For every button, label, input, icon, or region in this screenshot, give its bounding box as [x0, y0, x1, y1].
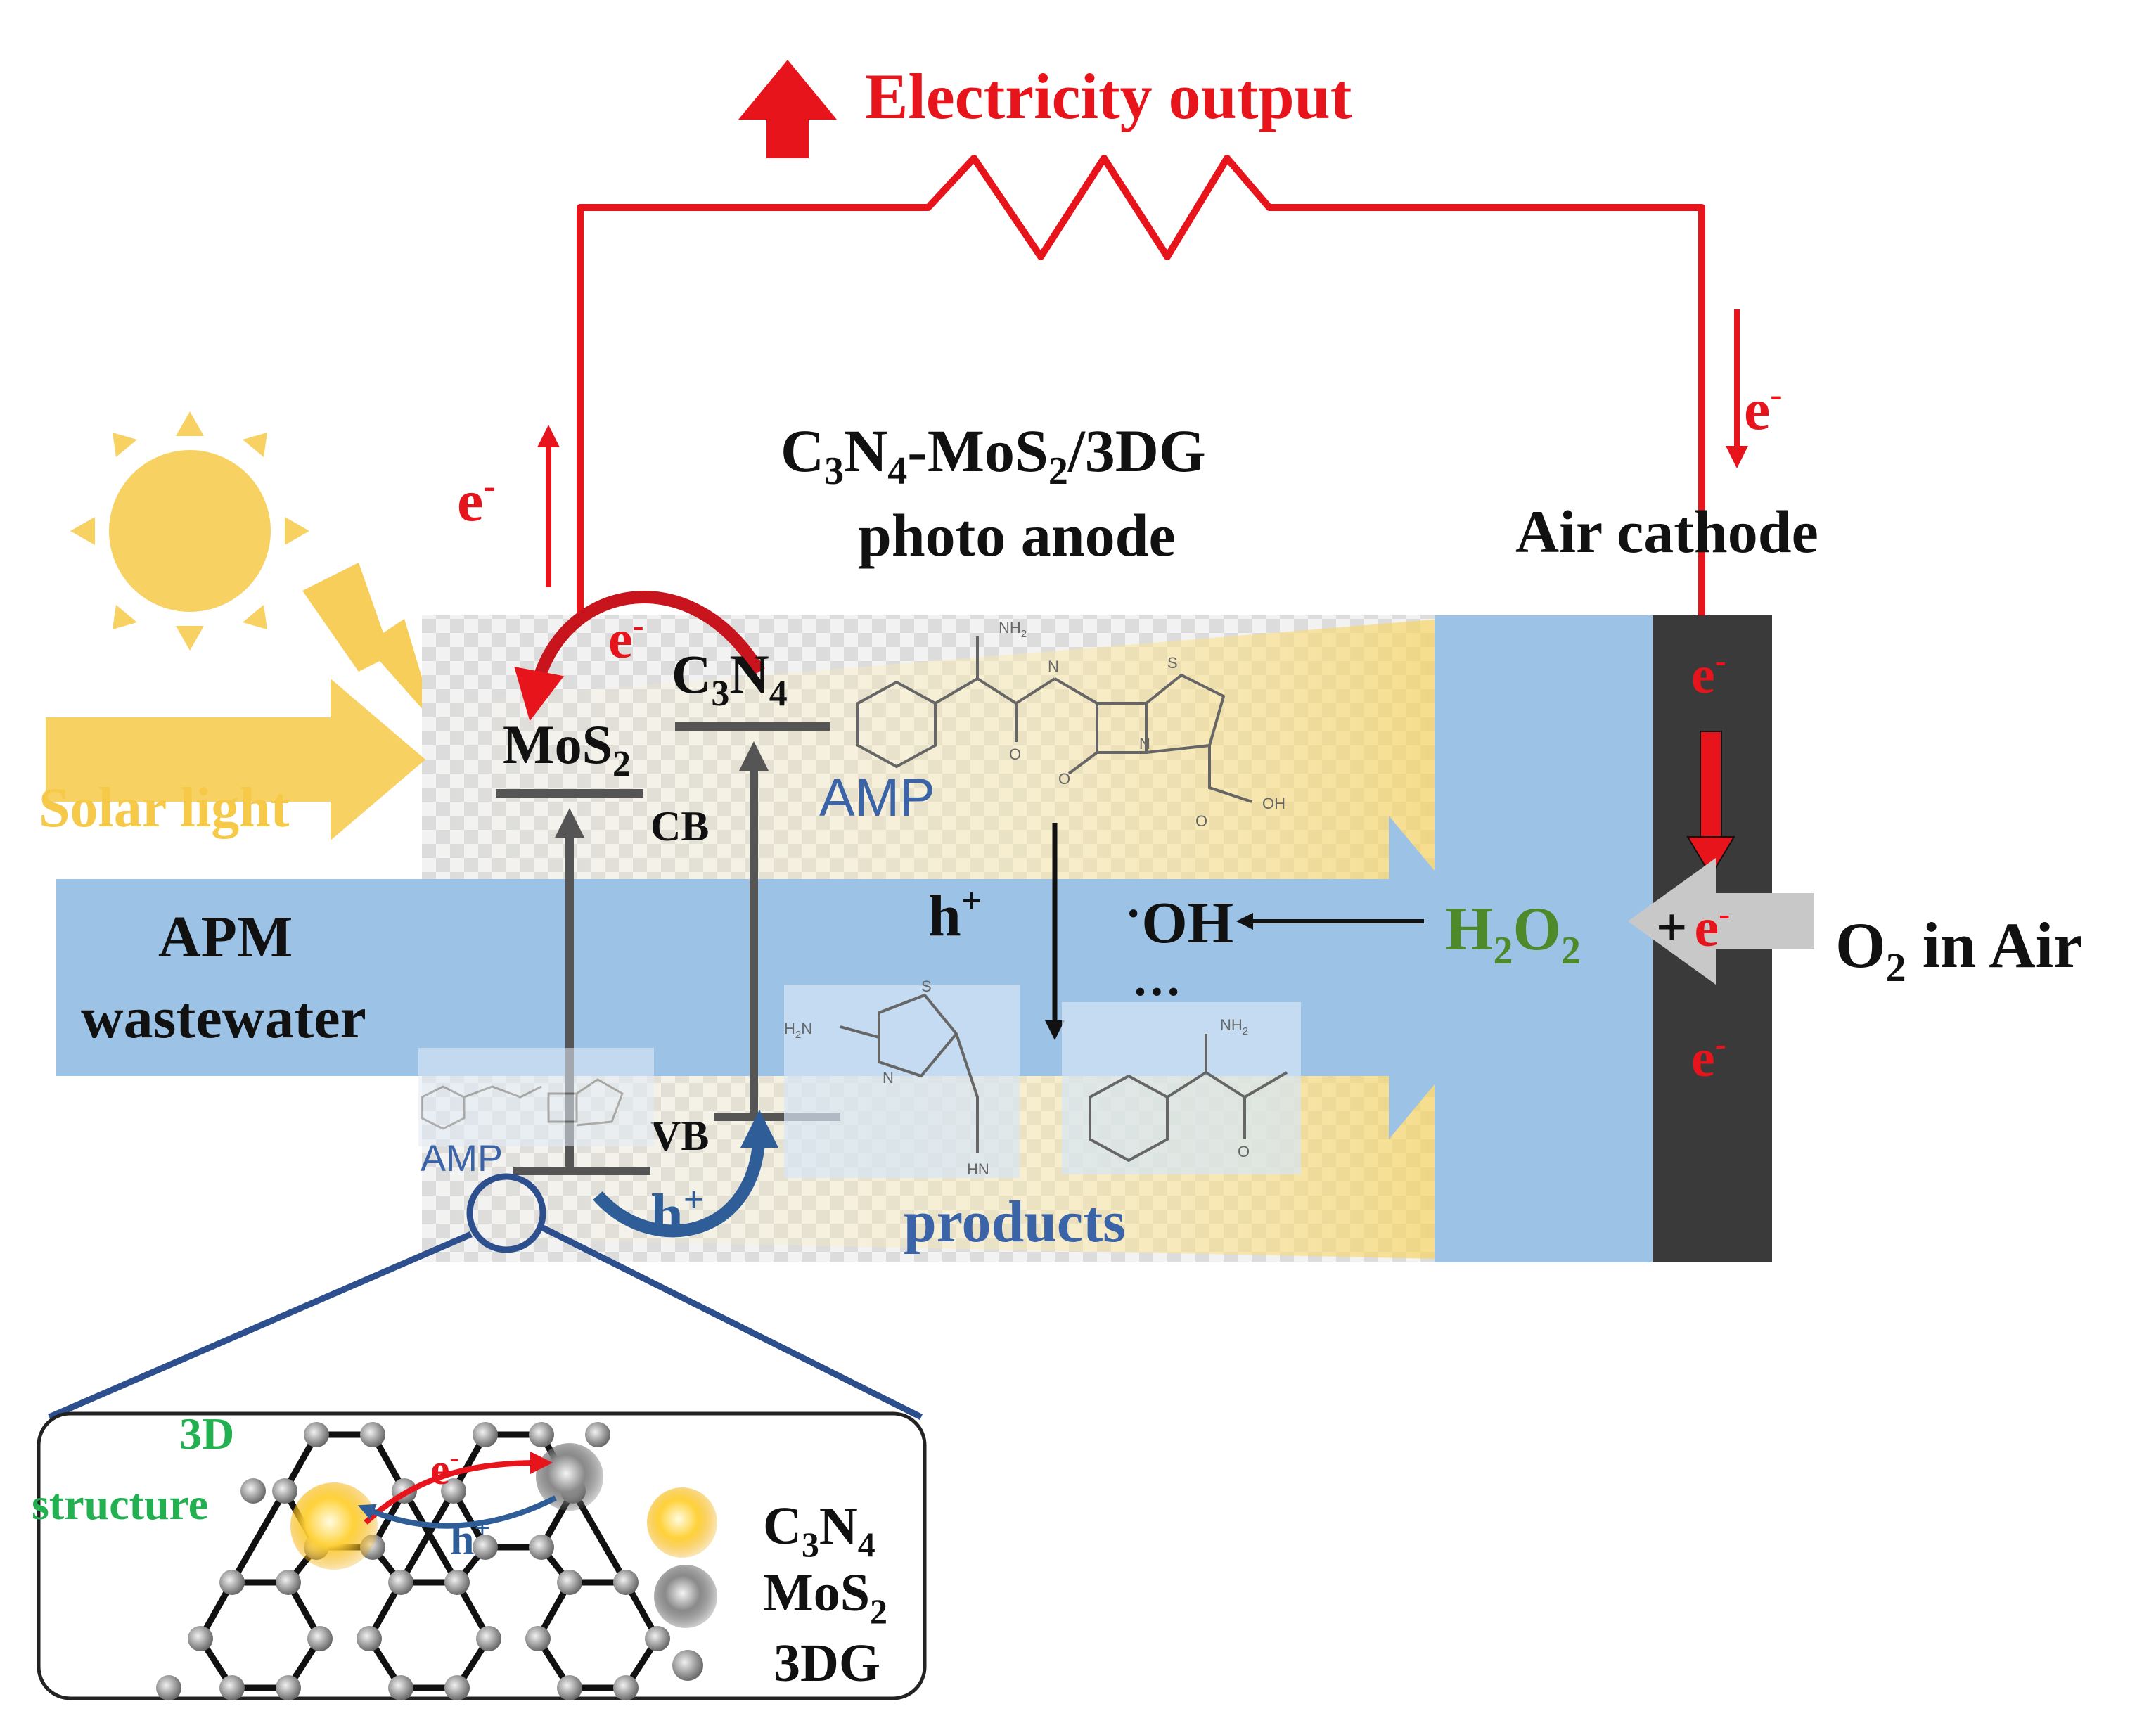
zoom-line-right [539, 1224, 923, 1421]
zoom-line-left [48, 1231, 473, 1421]
svg-text:S: S [1167, 654, 1178, 672]
inset-hole-arrow [358, 1495, 557, 1529]
legend-3dg-swatch [672, 1650, 703, 1681]
cathode-electron-arrow-head [1686, 836, 1735, 877]
inset-hole-label: h+ [450, 1512, 490, 1564]
electricity-output-label: Electricity output [865, 60, 1352, 132]
svg-text:S: S [921, 978, 932, 995]
electron-right-label: e- [1744, 375, 1783, 442]
svg-text:OH: OH [1262, 795, 1285, 812]
apm-label: APM [158, 904, 293, 970]
o2-in-air-label: O2 in Air [1835, 909, 2082, 990]
h2o2-label: H2O2 [1445, 895, 1581, 973]
svg-text:H2N: H2N [784, 1020, 812, 1041]
sun-icon [70, 411, 309, 651]
product-molecule-phenyl: NH2 O [1062, 1002, 1301, 1174]
up-arrow-icon [738, 60, 837, 158]
solar-light-arrow [46, 679, 425, 840]
legend-3dg-label: 3DG [774, 1634, 880, 1693]
structure-3d-label-line1: 3D [179, 1409, 234, 1459]
amp-molecule-top [856, 636, 1252, 803]
external-circuit-wire [577, 155, 1705, 636]
oh-radical-label: ·OH [1125, 887, 1233, 956]
inset-electron-arrow [364, 1452, 553, 1525]
svg-text:O: O [1238, 1143, 1250, 1160]
wastewater-label: wastewater [81, 985, 366, 1051]
cathode-electron-top: e- [1691, 642, 1726, 705]
structure-3d-label-line2: structure [32, 1479, 208, 1529]
cathode-electron-bottom: e- [1691, 1025, 1726, 1088]
svg-text:N: N [1139, 735, 1150, 752]
lattice-c3n4-particle [290, 1482, 378, 1570]
air-cathode-label: Air cathode [1515, 498, 1818, 565]
zoom-circle [466, 1173, 546, 1253]
photoanode-title: C3N4-MoS2/3DG [781, 417, 1206, 493]
solar-light-label: Solar light [39, 777, 290, 839]
cb-label: CB [650, 803, 709, 850]
hole-transfer-label: h+ [650, 1180, 704, 1248]
legend-mos2-swatch [654, 1565, 717, 1628]
svg-text:NH2: NH2 [999, 619, 1027, 640]
amp-molecule-bottom [418, 1048, 654, 1146]
lightning-icon [302, 563, 436, 724]
electron-left-label: e- [457, 466, 496, 534]
svg-text:NH2: NH2 [1220, 1016, 1248, 1037]
plus-electron-label: +e- [1656, 895, 1730, 958]
vb-label: VB [650, 1113, 709, 1159]
svg-text:N: N [883, 1069, 894, 1087]
electron-transfer-label: e- [608, 607, 644, 670]
cathode-electron-arrow-shaft [1700, 731, 1722, 838]
c3n4-label: C3N4 [672, 643, 788, 714]
legend-mos2-label: MoS2 [763, 1563, 887, 1631]
electron-transfer-arrow [514, 591, 765, 722]
svg-text:O: O [1195, 812, 1207, 830]
svg-text:O: O [1009, 745, 1021, 763]
photoanode-subtitle: photo anode [858, 501, 1176, 569]
ellipsis-label: … [1132, 952, 1181, 1006]
legend-c3n4-label: C3N4 [763, 1497, 875, 1564]
svg-text:HN: HN [967, 1160, 989, 1178]
amp-label-top: AMP [819, 768, 935, 828]
inset-electron-label: e- [430, 1442, 459, 1494]
svg-text:N: N [1048, 658, 1059, 675]
products-label: products [904, 1189, 1126, 1255]
svg-text:O: O [1058, 770, 1070, 788]
amp-molecule-top-labels: NH2 N S N O O OH O [999, 619, 1285, 830]
hole-label-band: h+ [928, 881, 982, 949]
oxygen-inflow-arrow [1628, 858, 1814, 985]
lattice-mos2-particle [536, 1443, 603, 1511]
mos2-label: MoS2 [503, 714, 631, 784]
legend-c3n4-swatch [647, 1487, 717, 1558]
hole-transfer-arrow [593, 1110, 778, 1238]
electrolyte-column [1435, 615, 1660, 1262]
product-molecule-thiazole: H2N S N HN [784, 978, 1020, 1178]
